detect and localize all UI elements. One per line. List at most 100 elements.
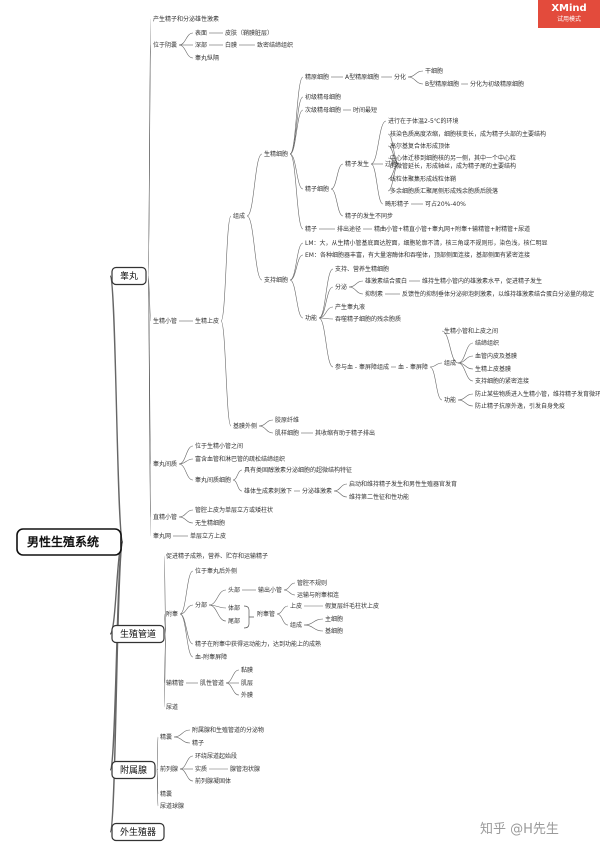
topic-n2l[interactable]: 基细胞 [325, 627, 343, 635]
topic-e1j[interactable]: 精子的发生不同步 [345, 212, 393, 220]
topic-c[interactable]: 组成 [233, 212, 245, 220]
topic-e1[interactable]: 精子发生 [345, 160, 369, 168]
topic-n[interactable]: 附睾 [166, 610, 178, 618]
topic-q2c[interactable]: 腺管泡状腺 [230, 765, 260, 773]
topic-q1[interactable]: 精囊 [160, 733, 172, 741]
topic-e1h[interactable]: 畸形精子 [385, 200, 409, 208]
topic-a[interactable]: 睾丸 [111, 266, 147, 286]
topic-n4[interactable]: 血-附睾屏障 [195, 653, 227, 661]
topic-e1b[interactable]: 进行在于体温2-5℃的环境 [388, 117, 459, 125]
topic-r[interactable]: 男性生殖系统 [16, 528, 122, 556]
topic-k[interactable]: 直精小管 [153, 513, 177, 521]
topic-e2a[interactable]: 排出途径 [337, 225, 361, 233]
topic-d3a[interactable]: 时间最短 [353, 106, 377, 114]
topic-h[interactable]: 参与血 - 睾屏障组成 [335, 363, 389, 371]
topic-h2a[interactable]: 生精小管和上皮之间 [444, 327, 498, 335]
topic-i2a[interactable]: 其收缩有助于精子排出 [315, 429, 375, 437]
topic-e1e2[interactable]: 的微管延长，形成轴丝，成为精子尾的主要结构 [390, 162, 516, 170]
topic-g1[interactable]: 支持、营养生精细胞 [335, 265, 389, 273]
topic-f1[interactable]: LM：大，从生精小管基底面达腔面，细胞轮廓不清，核三角或不规则形，染色浅，核仁明… [305, 239, 548, 247]
topic-a2a[interactable]: 表面 [195, 29, 207, 37]
topic-o1b[interactable]: 肌层 [241, 680, 253, 687]
topic-e2b[interactable]: 精曲小管+精直小管+睾丸网+附睾+输精管+射精管+尿道 [374, 225, 530, 233]
topic-e1d[interactable]: 高尔基复合体形成顶体 [390, 142, 450, 150]
topic-g2c[interactable]: 抑制素 [365, 290, 383, 298]
topic-j1[interactable]: 位于生精小管之间 [195, 442, 243, 450]
topic-e2[interactable]: 精子 [305, 225, 317, 233]
topic-q2a[interactable]: 环绕尿道起始段 [195, 752, 237, 760]
topic-n2b[interactable]: 输出小管 [258, 586, 282, 594]
topic-e1g[interactable]: 多余细胞质汇聚尾侧形成残余胞质后脱落 [390, 187, 498, 195]
topic-g3[interactable]: 产生睾丸液 [335, 303, 365, 311]
topic-h2e[interactable]: 支持细胞的紧密连接 [475, 377, 529, 385]
topic-j3d[interactable]: 启动和维持精子发生和男性生殖器官发育 [349, 480, 457, 488]
topic-j[interactable]: 睾丸间质 [153, 460, 177, 468]
topic-g2a[interactable]: 雄激素结合蛋白 [365, 277, 407, 285]
topic-n2c[interactable]: 管腔不规则 [297, 579, 327, 587]
topic-d1e[interactable]: 分化为初级精原细胞 [470, 80, 524, 88]
topic-a2b2[interactable]: 致密结缔组织 [257, 41, 293, 49]
topic-h1[interactable]: 血 - 睾屏障 [398, 363, 428, 371]
topic-h2d[interactable]: 生精上皮基膜 [475, 365, 511, 373]
topic-l1[interactable]: 单层立方上皮 [190, 532, 226, 540]
topic-o1a[interactable]: 黏膜 [241, 666, 253, 674]
topic-a2b[interactable]: 深部 [195, 41, 207, 49]
topic-q2[interactable]: 前列腺 [160, 765, 178, 773]
topic-n2j[interactable]: 组成 [290, 621, 302, 629]
topic-n2d[interactable]: 运输与附睾相连 [297, 591, 339, 599]
topic-n2i[interactable]: 假复层纤毛柱状上皮 [325, 602, 379, 610]
topic-o1c[interactable]: 外膜 [241, 691, 253, 699]
topic-d[interactable]: 生精细胞 [264, 150, 288, 158]
topic-p[interactable]: 尿道 [166, 703, 178, 711]
topic-m[interactable]: 生殖管道 [111, 624, 165, 644]
topic-j3a[interactable]: 具有类固醇激素分泌细胞的超微结构特征 [244, 466, 352, 474]
topic-n2f[interactable]: 尾部 [228, 617, 240, 625]
topic-i1[interactable]: 胶原纤维 [275, 416, 299, 424]
topic-e1f[interactable]: 线粒体聚集形成线粒体鞘 [390, 175, 456, 183]
topic-h3a[interactable]: 防止某些物质进入生精小管，维持精子发育微环境 [475, 390, 600, 398]
topic-b1[interactable]: 生精上皮 [195, 317, 219, 325]
topic-j3b[interactable]: 雄体生成素刺激下 [244, 487, 292, 495]
topic-j3[interactable]: 睾丸间质细胞 [195, 476, 231, 484]
topic-q[interactable]: 附属腺 [111, 760, 156, 780]
topic-h2c[interactable]: 血管内皮及基膜 [475, 352, 517, 360]
topic-d2[interactable]: 初级精母细胞 [305, 93, 341, 101]
topic-d1a[interactable]: A型精原细胞 [345, 73, 379, 81]
topic-q4[interactable]: 尿道球腺 [160, 802, 184, 810]
topic-e1e[interactable]: 中心体迁移到细胞核的另一侧，其中一个中心粒 [390, 154, 516, 162]
topic-k1[interactable]: 管腔上皮为单层立方或矮柱状 [195, 506, 273, 514]
topic-h3[interactable]: 功能 [444, 396, 456, 404]
topic-d3[interactable]: 次级精母细胞 [305, 106, 341, 114]
topic-a2c[interactable]: 睾丸纵隔 [195, 54, 219, 62]
topic-h2[interactable]: 组成 [444, 359, 456, 367]
topic-q3[interactable]: 精囊 [160, 790, 172, 798]
topic-g2d[interactable]: 反馈性的抑制垂体分泌卵泡刺激素，以维持雄激素结合蛋白分泌量的稳定 [402, 290, 594, 298]
topic-n2g[interactable]: 附睾管 [257, 610, 275, 618]
topic-n2k[interactable]: 主细胞 [325, 615, 343, 623]
topic-h2b[interactable]: 结缔组织 [475, 339, 499, 347]
topic-n2e[interactable]: 体部 [228, 604, 240, 612]
topic-a2[interactable]: 位于阴囊 [153, 41, 177, 49]
topic-b[interactable]: 生精小管 [153, 317, 177, 325]
topic-n2a[interactable]: 头部 [228, 586, 240, 594]
topic-j3c[interactable]: 分泌雄激素 [302, 487, 332, 495]
topic-g2b[interactable]: 维持生精小管内的雄激素水平，促进精子发生 [422, 277, 542, 285]
topic-l[interactable]: 睾丸网 [153, 532, 171, 540]
topic-d1b[interactable]: 分化 [394, 73, 406, 81]
topic-q1a[interactable]: 附属腺和生殖管道的分泌物 [192, 726, 264, 734]
topic-f2[interactable]: EM：各种细胞器丰富，有大量溶酶体和吞噬体，顶部侧面连接，基部侧面有紧密连接 [305, 251, 530, 259]
topic-g2[interactable]: 分泌 [335, 283, 347, 291]
topic-n2[interactable]: 分部 [195, 601, 207, 609]
topic-n2h[interactable]: 上皮 [290, 602, 302, 610]
topic-q2b[interactable]: 实质 [195, 765, 207, 773]
topic-a2a1[interactable]: 皮肤（鞘膜脏层） [225, 29, 273, 37]
topic-a1[interactable]: 产生精子和分泌雄性激素 [153, 15, 219, 23]
topic-d1d[interactable]: B型精原细胞 [425, 80, 459, 88]
topic-a2b1[interactable]: 白膜 [225, 41, 237, 49]
topic-q2d[interactable]: 前列腺凝固体 [195, 777, 231, 785]
topic-k2[interactable]: 无生精细胞 [195, 519, 225, 527]
topic-h3b[interactable]: 防止精子抗原外逸，引发自身免疫 [475, 402, 565, 410]
topic-g[interactable]: 功能 [305, 314, 317, 322]
topic-n3[interactable]: 精子在附睾中获得运动能力，达到功能上的成熟 [195, 640, 321, 648]
